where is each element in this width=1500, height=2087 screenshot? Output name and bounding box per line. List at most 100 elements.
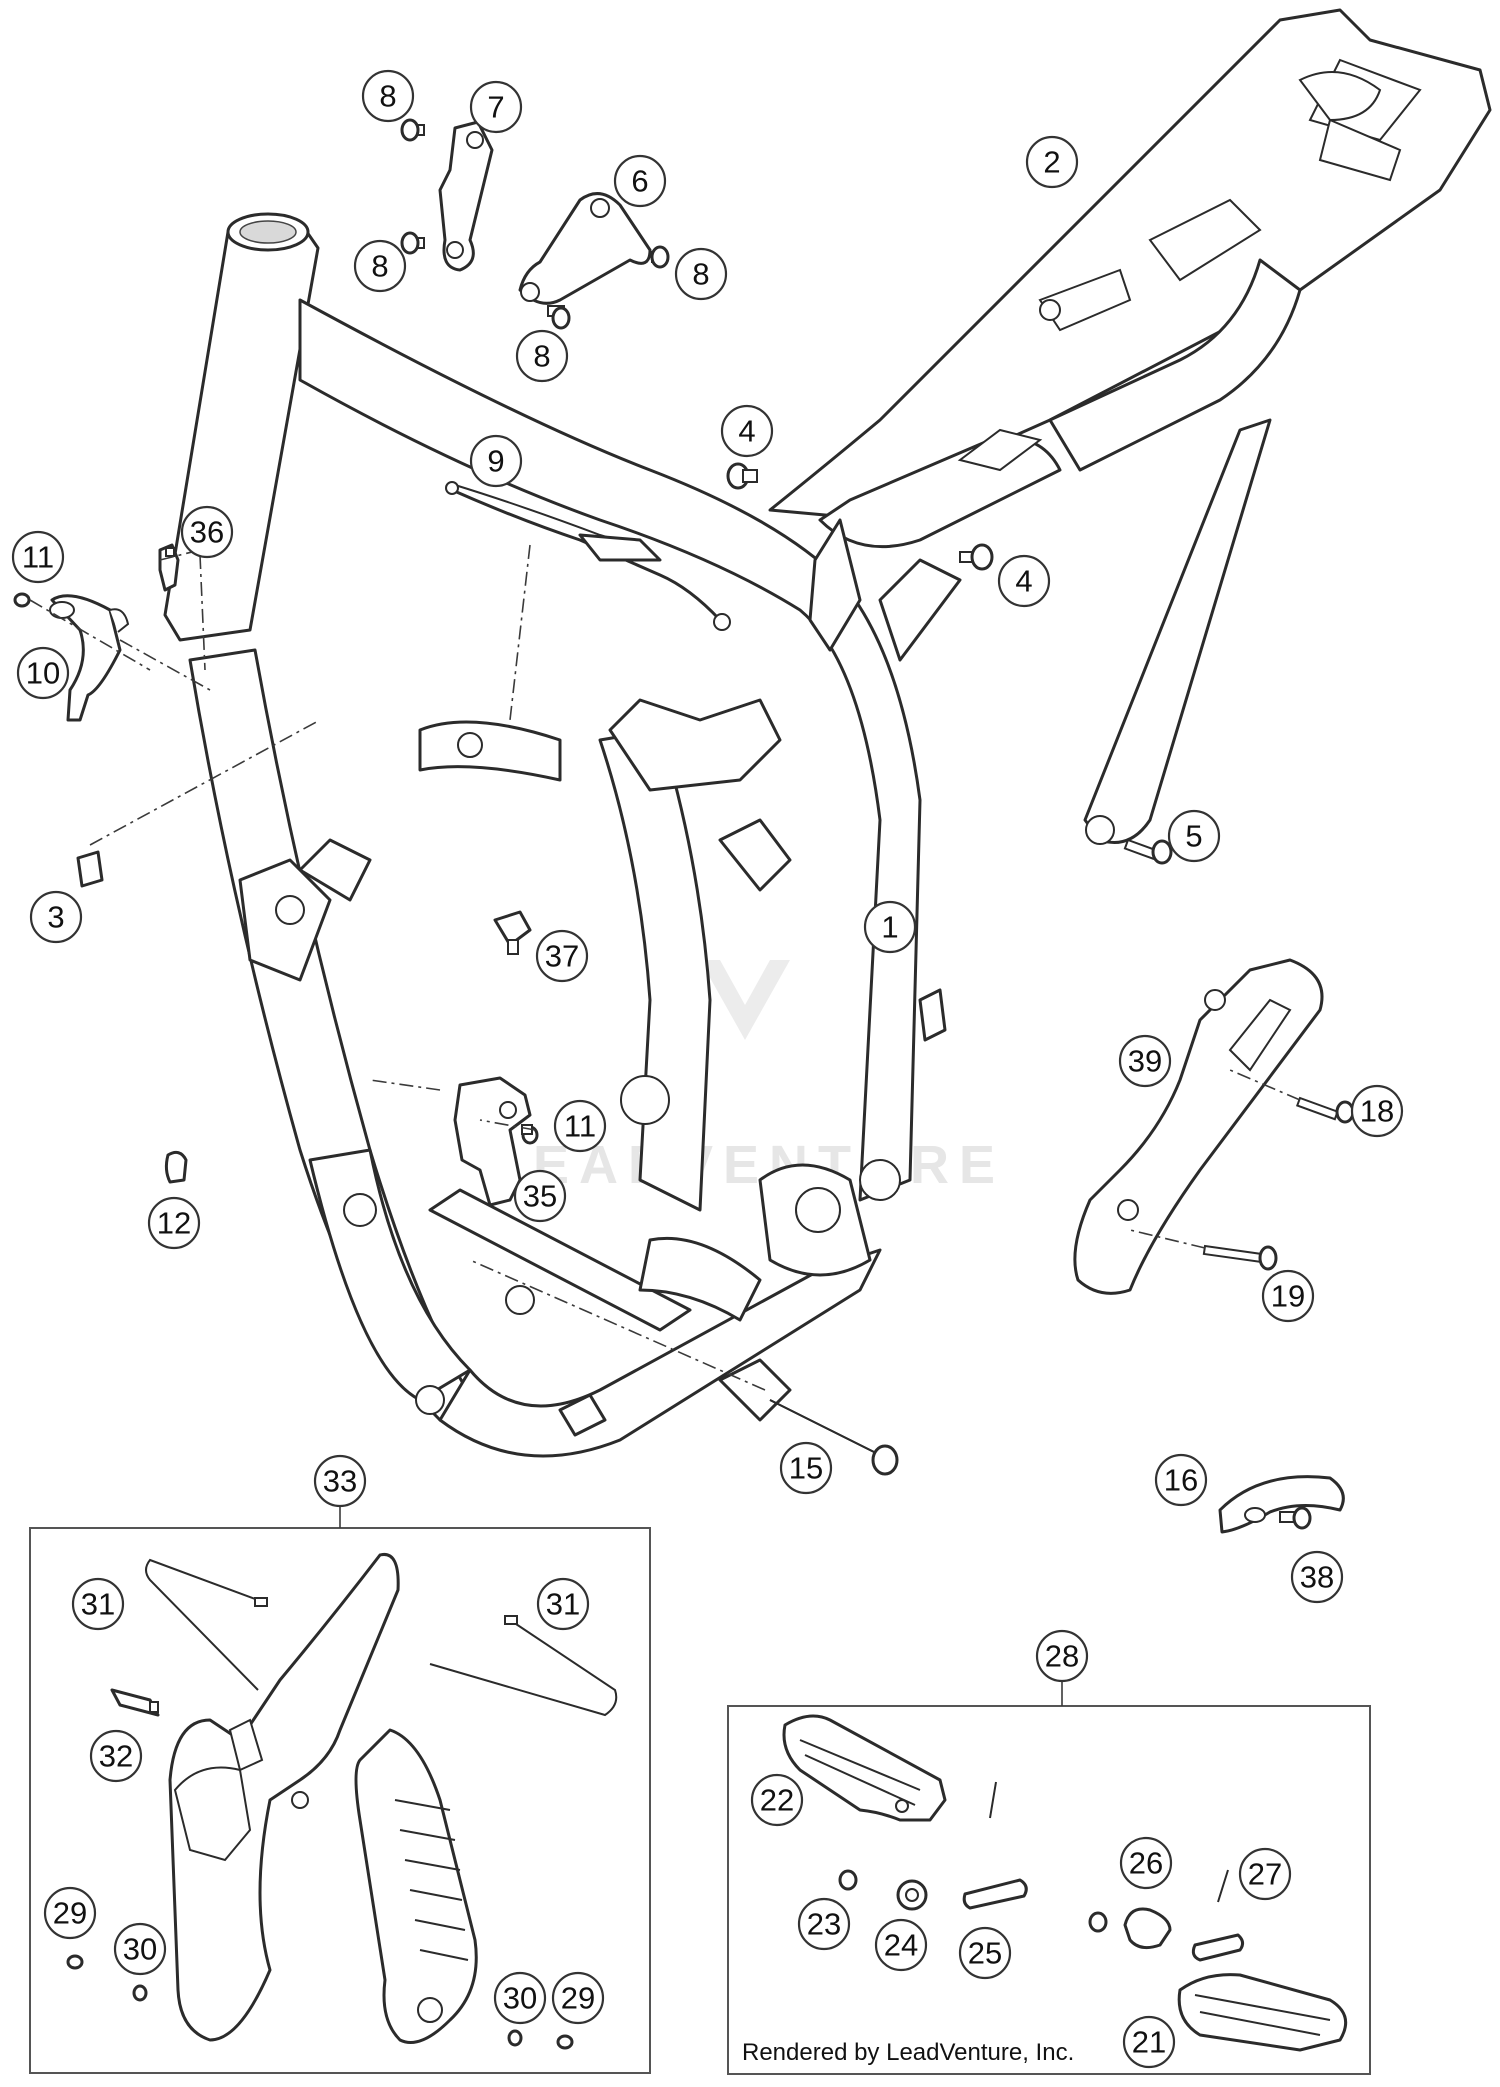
callout: 33: [313, 1454, 367, 1508]
nut-30-left: [132, 1984, 148, 2002]
svg-text:38: 38: [1300, 1560, 1334, 1595]
callout: 30: [493, 1971, 547, 2025]
svg-text:11: 11: [22, 540, 54, 575]
svg-text:35: 35: [523, 1179, 557, 1214]
screw-11-upper: [13, 592, 31, 608]
bolts-8: [400, 118, 670, 330]
callout: 29: [551, 1971, 605, 2025]
svg-text:37: 37: [545, 939, 579, 974]
svg-text:4: 4: [1015, 564, 1032, 599]
clip-37: [493, 910, 532, 955]
callout: 2: [1025, 135, 1079, 189]
bracket-7: [438, 120, 494, 272]
callout: 1: [863, 900, 917, 954]
frame-protector-left: [168, 1552, 400, 2042]
callout: 35: [513, 1169, 567, 1223]
wire-31-right: [429, 1615, 618, 1717]
svg-text:2: 2: [1043, 145, 1060, 180]
svg-text:1: 1: [881, 910, 898, 945]
washer-23: [838, 1869, 858, 1891]
spring-26: [1123, 1907, 1172, 1950]
svg-text:28: 28: [1045, 1639, 1079, 1674]
footpeg-21: [1177, 1973, 1348, 2052]
svg-text:8: 8: [379, 79, 396, 114]
group-box-28: [727, 1705, 1371, 2075]
callout: 5: [1167, 809, 1221, 863]
svg-text:16: 16: [1164, 1463, 1198, 1498]
callout: 15: [779, 1441, 833, 1495]
callout: 36: [180, 505, 234, 559]
bolt-15: [769, 1399, 899, 1476]
pin-27: [1217, 1869, 1229, 1903]
svg-text:10: 10: [26, 656, 60, 691]
svg-text:26: 26: [1129, 1846, 1163, 1881]
svg-text:11: 11: [564, 1109, 596, 1144]
chain-guide-39: [1073, 958, 1324, 1295]
svg-text:3: 3: [47, 900, 64, 935]
svg-text:27: 27: [1248, 1857, 1282, 1892]
svg-text:39: 39: [1128, 1044, 1162, 1079]
callout: 23: [797, 1897, 851, 1951]
callout: 9: [469, 434, 523, 488]
svg-text:15: 15: [789, 1451, 823, 1486]
svg-text:8: 8: [533, 339, 550, 374]
washer-26: [1088, 1911, 1108, 1933]
svg-text:4: 4: [738, 414, 755, 449]
svg-text:31: 31: [81, 1587, 115, 1622]
callout: 10: [16, 646, 70, 700]
callout: 31: [536, 1577, 590, 1631]
svg-text:25: 25: [968, 1936, 1002, 1971]
guard-35: [453, 1076, 532, 1207]
svg-text:5: 5: [1185, 819, 1202, 854]
svg-text:24: 24: [884, 1928, 918, 1963]
callout: 4: [720, 404, 774, 458]
callout: 19: [1261, 1269, 1315, 1323]
svg-text:21: 21: [1132, 2025, 1166, 2060]
svg-text:23: 23: [807, 1907, 841, 1942]
svg-text:9: 9: [487, 444, 504, 479]
svg-text:8: 8: [371, 249, 388, 284]
svg-text:12: 12: [157, 1206, 191, 1241]
svg-text:8: 8: [692, 257, 709, 292]
svg-text:29: 29: [53, 1896, 87, 1931]
pin-27-lower: [1191, 1933, 1245, 1962]
leader-lines: [29, 544, 1301, 1706]
footpeg-22: [782, 1714, 947, 1822]
callout: 6: [613, 154, 667, 208]
callout: 8: [361, 69, 415, 123]
slider-16: [1218, 1475, 1345, 1534]
credit-text: Rendered by LeadVenture, Inc.: [742, 2039, 1074, 2066]
callout: 8: [515, 329, 569, 383]
bolt-4-upper: [726, 462, 758, 490]
callout: 11: [553, 1099, 607, 1153]
callout: 29: [43, 1886, 97, 1940]
callout: 25: [958, 1926, 1012, 1980]
callout: 32: [89, 1729, 143, 1783]
screw-38: [1279, 1506, 1312, 1530]
nut-30-right: [507, 2029, 523, 2047]
svg-text:22: 22: [760, 1783, 794, 1818]
callout: 31: [71, 1577, 125, 1631]
callout: 28: [1035, 1629, 1089, 1683]
bolt-4-lower: [959, 543, 994, 571]
svg-text:19: 19: [1271, 1279, 1305, 1314]
bracket-10: [49, 594, 130, 722]
svg-text:36: 36: [190, 515, 224, 550]
svg-text:29: 29: [561, 1981, 595, 2016]
callout: 4: [997, 554, 1051, 608]
callout: 26: [1119, 1836, 1173, 1890]
callout: 22: [750, 1773, 804, 1827]
bracket-6: [518, 192, 652, 305]
svg-text:7: 7: [487, 90, 504, 125]
screw-29-left: [66, 1954, 84, 1970]
callout: 12: [147, 1196, 201, 1250]
svg-text:18: 18: [1360, 1094, 1394, 1129]
bolt-5: [1123, 838, 1173, 865]
clip-36: [158, 543, 180, 592]
callout: 18: [1350, 1084, 1404, 1138]
clip-12: [164, 1150, 188, 1184]
screw-11-lower: [521, 1124, 539, 1145]
subframe: [768, 8, 1492, 845]
callout: 11: [11, 530, 65, 584]
